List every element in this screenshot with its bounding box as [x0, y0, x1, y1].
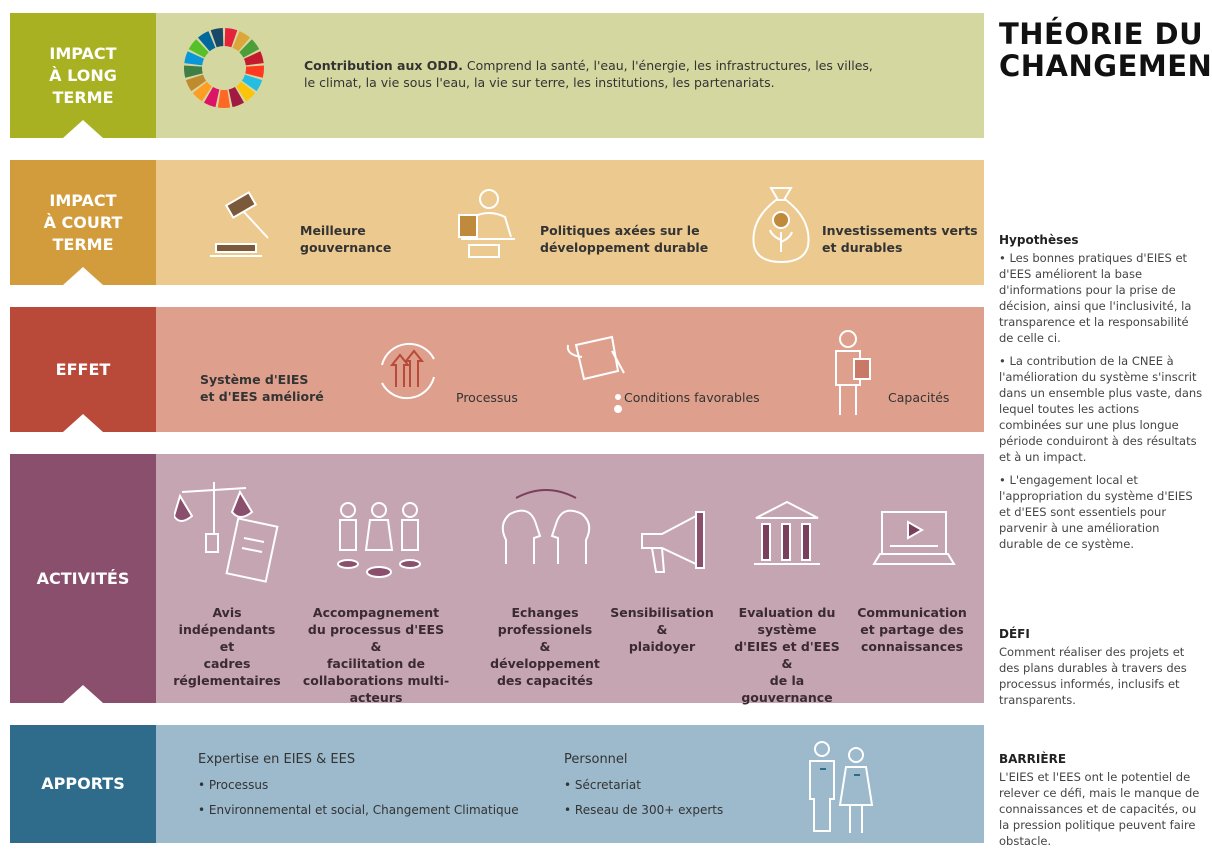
sdg-wheel-segment	[210, 28, 224, 48]
apports-col2-item-1-text: Sécretariat	[574, 778, 641, 792]
effet-main: Système d'EIES et d'EES amélioré	[200, 372, 324, 404]
page-title: THÉORIE DU CHANGEMENT	[999, 17, 1212, 83]
apports-col1-title: Expertise en EIES & EES	[198, 752, 356, 767]
activity-item-2: Accompagnement du processus d'EES & faci…	[302, 605, 450, 705]
institution-icon	[754, 500, 820, 565]
sdg-wheel-segment	[188, 39, 209, 58]
label-apports-text: APPORTS	[41, 774, 125, 793]
activity-item-1: Avis indépendants et cadres réglementair…	[173, 605, 281, 688]
row-impact-long-term: IMPACT À LONG TERME Contribution aux ODD…	[10, 13, 984, 138]
label-effet: EFFET	[10, 307, 156, 432]
label-impact-short-term: IMPACT À COURT TERME	[10, 160, 156, 285]
sdg-wheel-segment	[185, 74, 207, 92]
label-impact-long-term-text: IMPACT À LONG TERME	[49, 43, 117, 107]
label-activites-text: ACTIVITÉS	[36, 568, 130, 588]
arrow-up-icon	[63, 685, 103, 703]
arrow-up-icon	[63, 267, 103, 285]
long-term-description-text: Comprend la santé, l'eau, l'énergie, les…	[304, 58, 873, 90]
hypothesis-item: L'engagement local et l'appropriation du…	[999, 472, 1204, 552]
group-people-icon	[337, 502, 421, 578]
money-bag-icon	[752, 187, 810, 264]
sdg-wheel-segment	[239, 39, 260, 58]
sidebar-barriere: BARRIÈRE L'EIES et l'EES ont le potentie…	[999, 751, 1204, 849]
sdg-wheel-segment	[243, 51, 264, 66]
row-apports: APPORTS Expertise en EIES & EES • Proces…	[10, 725, 984, 843]
policy-person-icon	[458, 189, 515, 258]
sdg-wheel-icon	[184, 28, 264, 108]
hypothesis-item: La contribution de la CNEE à l'améliorat…	[999, 353, 1204, 465]
apports-col1-item-2-text: Environnemental et social, Changement Cl…	[208, 803, 519, 817]
sdg-wheel-segment	[184, 65, 203, 78]
label-activites: ACTIVITÉS	[10, 454, 156, 703]
hypotheses-title: Hypothèses	[999, 233, 1079, 247]
activity-item-4: Sensibilisation & plaidoyer	[610, 605, 714, 654]
apports-col2-title: Personnel	[564, 752, 628, 767]
row-effet: EFFET Système d'EIES et d'EES amélioré P…	[10, 307, 984, 432]
apports-col1-item-1-text: Processus	[208, 778, 269, 792]
process-arrows-icon	[381, 342, 435, 400]
short-term-item-3: Investissements verts et durables	[822, 223, 978, 255]
staff-people-icon	[809, 741, 874, 833]
exchange-heads-icon	[501, 489, 591, 564]
sdg-wheel-segment	[228, 87, 245, 108]
defi-text: Comment réaliser des projets et des plan…	[999, 645, 1187, 707]
apports-col1-item-1: • Processus	[198, 778, 269, 792]
sidebar-defi: DÉFI Comment réaliser des projets et des…	[999, 626, 1204, 708]
long-term-description: Contribution aux ODD. Comprend la santé,…	[304, 57, 884, 91]
watering-can-icon	[566, 335, 625, 413]
label-impact-short-term-text: IMPACT À COURT TERME	[43, 190, 123, 254]
short-term-item-1: Meilleure gouvernance	[300, 223, 392, 255]
activity-item-3: Echanges professionels & développement d…	[490, 605, 600, 688]
defi-title: DÉFI	[999, 627, 1030, 641]
activity-item-6: Communication et partage des connaissanc…	[857, 605, 967, 654]
label-apports: APPORTS	[10, 725, 156, 843]
sdg-wheel-segment	[184, 51, 205, 66]
megaphone-icon	[641, 511, 705, 573]
row-activites: ACTIVITÉS	[10, 454, 984, 705]
sdg-wheel-segment	[203, 87, 220, 108]
gavel-icon	[210, 191, 269, 257]
sdg-wheel-segment	[192, 81, 212, 102]
sdg-wheel-segment	[224, 28, 238, 48]
hypotheses-list: Les bonnes pratiques d'EIES et d'EES amé…	[999, 250, 1204, 552]
barriere-text: L'EIES et l'EES ont le potentiel de rele…	[999, 770, 1200, 848]
arrow-up-icon	[63, 414, 103, 432]
label-impact-long-term: IMPACT À LONG TERME	[10, 13, 156, 138]
laptop-video-icon	[872, 511, 956, 565]
scales-book-icon	[174, 482, 279, 583]
sidebar-hypotheses: Hypothèses Les bonnes pratiques d'EIES e…	[999, 232, 1204, 559]
barriere-title: BARRIÈRE	[999, 752, 1067, 766]
apports-col2-item-2: • Reseau de 300+ experts	[564, 803, 724, 817]
activity-item-5: Evaluation du système d'EIES et d'EES & …	[734, 605, 840, 705]
sdg-wheel-segment	[241, 74, 263, 92]
label-effet-text: EFFET	[55, 359, 111, 379]
effet-item-3: Capacités	[888, 390, 950, 405]
sdg-wheel-segment	[197, 31, 216, 52]
apports-col2-item-1: • Sécretariat	[564, 778, 641, 792]
sdg-wheel-segment	[232, 31, 251, 52]
long-term-description-bold: Contribution aux ODD.	[304, 58, 463, 73]
person-reading-icon	[835, 330, 871, 415]
sdg-wheel-segment	[236, 81, 256, 102]
short-term-item-2: Politiques axées sur le développement du…	[540, 223, 709, 255]
effet-item-1: Processus	[456, 390, 518, 405]
hypothesis-item: Les bonnes pratiques d'EIES et d'EES amé…	[999, 250, 1204, 346]
apports-col2-item-2-text: Reseau de 300+ experts	[574, 803, 724, 817]
sdg-wheel-segment	[217, 89, 231, 108]
arrow-up-icon	[63, 120, 103, 138]
row-impact-short-term: IMPACT À COURT TERME Meilleure gouvernan…	[10, 160, 984, 285]
effet-item-2: Conditions favorables	[624, 390, 760, 405]
apports-col1-item-2: • Environnemental et social, Changement …	[198, 803, 519, 817]
sdg-wheel-segment	[245, 65, 264, 78]
